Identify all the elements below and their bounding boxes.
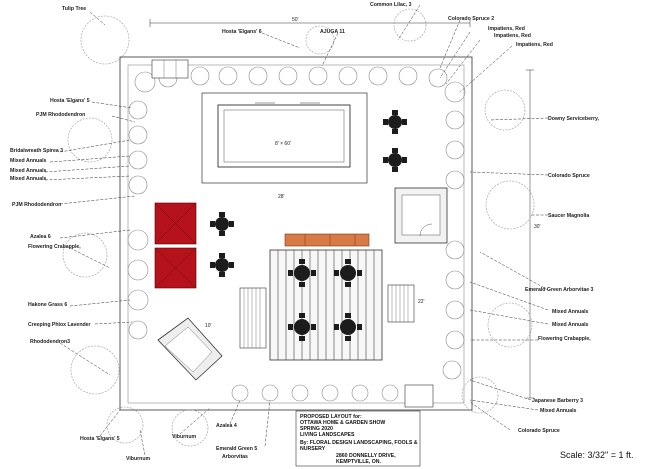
- leader-lines: [44, 4, 549, 456]
- title-line-3: SPRING 2020: [300, 426, 333, 432]
- title-line-5: By: FLORAL DESIGN LANDSCAPING, FOOLS &: [300, 440, 418, 446]
- scale-note: Scale: 3/32" = 1 ft.: [560, 450, 634, 460]
- title-line-6: NURSERY: [300, 446, 326, 452]
- dimension-labels: 50' 30' 8' × 60' 28' 22' 10': [205, 17, 541, 329]
- label-saucer-magnolia: Saucer Magnolia: [548, 213, 589, 219]
- label-viburnum-2: Viburnum: [126, 456, 151, 462]
- label-impatiens-1: Impatiens, Red: [488, 26, 525, 32]
- title-line-2: OTTAWA HOME & GARDEN SHOW: [300, 420, 385, 426]
- umbrellas: [154, 202, 197, 289]
- dim-angled: 10': [205, 323, 212, 329]
- shed: [394, 187, 448, 244]
- property-boundary: [119, 19, 534, 411]
- title-line-7: 2860 DONNELLY DRIVE,: [336, 453, 396, 459]
- label-colorado-spruce-top: Colorado Spruce 2: [448, 16, 494, 22]
- angled-bench: [157, 317, 223, 381]
- label-impatiens-2: Impatiens, Red: [494, 33, 531, 39]
- label-colorado-spruce-bottom: Colorado Spruce: [518, 428, 560, 434]
- label-hosta-bottom: Hosta 'Elgans' 5: [80, 436, 120, 442]
- label-mixed-annuals-r1: Mixed Annuals: [552, 309, 589, 315]
- label-creeping-phlox: Creeping Phlox Lavender: [28, 322, 91, 328]
- label-ajuga: AJUGA 11: [320, 29, 345, 35]
- label-mixed-annuals-r2: Mixed Annuals: [552, 322, 589, 328]
- label-common-lilac: Common Lilac, 3: [370, 2, 412, 8]
- label-rhododendron3: Rhododendron3: [30, 339, 70, 345]
- pool: [201, 92, 368, 184]
- label-bridalwreath: Bridalwreath Spirea 3: [10, 148, 63, 154]
- label-emerald-arbor-right: Emerald Green Arborvitae 3: [525, 287, 594, 293]
- steps: [151, 59, 434, 408]
- label-pjm-rhodo-1: PJM Rhododendron: [36, 112, 85, 118]
- dim-pool: 8' × 60': [275, 141, 291, 147]
- label-hosta-left: Hosta 'Elgans' 5: [50, 98, 90, 104]
- label-emerald-arbor-bottom-1: Emerald Green 5: [216, 446, 257, 452]
- label-colorado-spruce-right: Colorado Spruce: [548, 173, 590, 179]
- label-flowering-crab-right: Flowering Crabapple,: [538, 336, 591, 342]
- plant-label-group: Tulip Tree Hosta 'Elgans' 6 AJUGA 11 Com…: [10, 2, 599, 462]
- title-block: PROPOSED LAYOUT for: OTTAWA HOME & GARDE…: [295, 410, 421, 467]
- dim-top: 50': [292, 17, 299, 23]
- label-hosta-top: Hosta 'Elgans' 6: [222, 29, 262, 35]
- patio-tables: [210, 110, 407, 341]
- pergola: [269, 233, 383, 361]
- label-flowering-crab-left: Flowering Crabapple,: [28, 244, 81, 250]
- label-japanese-barberry: Japanese Barberry 3: [532, 398, 583, 404]
- label-azalea: Azalea 6: [30, 234, 51, 240]
- dim-right: 30': [534, 224, 541, 230]
- title-line-4: LIVING LANDSCAPES: [300, 432, 355, 438]
- label-pjm-rhodo-2: PJM Rhododendron: [12, 202, 61, 208]
- label-mixed-annuals-2: Mixed Annuals: [10, 168, 47, 174]
- label-hakone: Hakone Grass 6: [28, 302, 67, 308]
- title-line-8: KEMPTVILLE, ON.: [336, 459, 382, 465]
- label-impatiens-3: Impatiens, Red: [516, 42, 553, 48]
- title-line-1: PROPOSED LAYOUT for:: [300, 414, 362, 420]
- label-mixed-annuals-3: Mixed Annuals: [10, 176, 47, 182]
- dim-deck-width: 28': [278, 194, 285, 200]
- tree-canopies: [62, 8, 535, 447]
- label-viburnum-1: Viburnum: [172, 434, 197, 440]
- label-emerald-arbor-bottom-2: Arborvitas: [222, 454, 248, 460]
- dim-pergola-side: 22': [418, 299, 425, 305]
- label-mixed-annuals-bottom: Mixed Annuals: [540, 408, 577, 414]
- label-mixed-annuals-1: Mixed Annuals: [10, 158, 47, 164]
- label-downy-serviceberry: Downy Serviceberry,: [548, 116, 599, 122]
- label-azalea-bottom: Azalea 4: [216, 423, 237, 429]
- label-tulip-tree: Tulip Tree: [62, 6, 86, 12]
